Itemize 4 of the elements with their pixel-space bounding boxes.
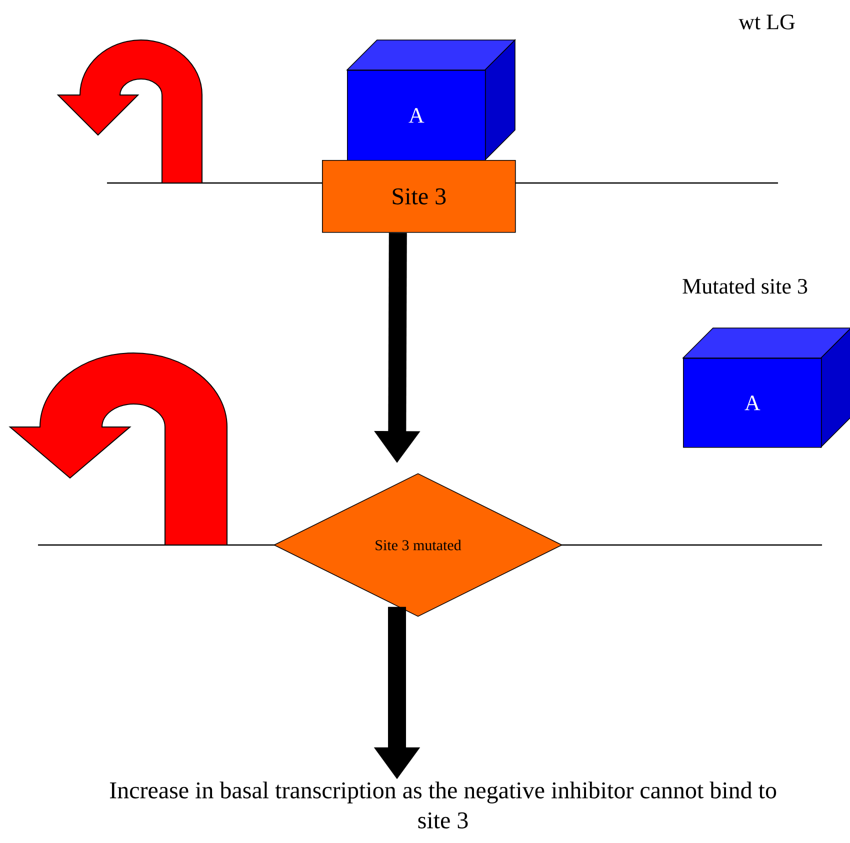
- result-text: Increase in basal transcription as the negative inhibitor cannot bind to site 3: [110, 782, 776, 828]
- binding-site-box: Site 3: [322, 160, 516, 233]
- section-label: Mutated site 3: [682, 278, 808, 294]
- section-label: wt LG: [738, 14, 795, 30]
